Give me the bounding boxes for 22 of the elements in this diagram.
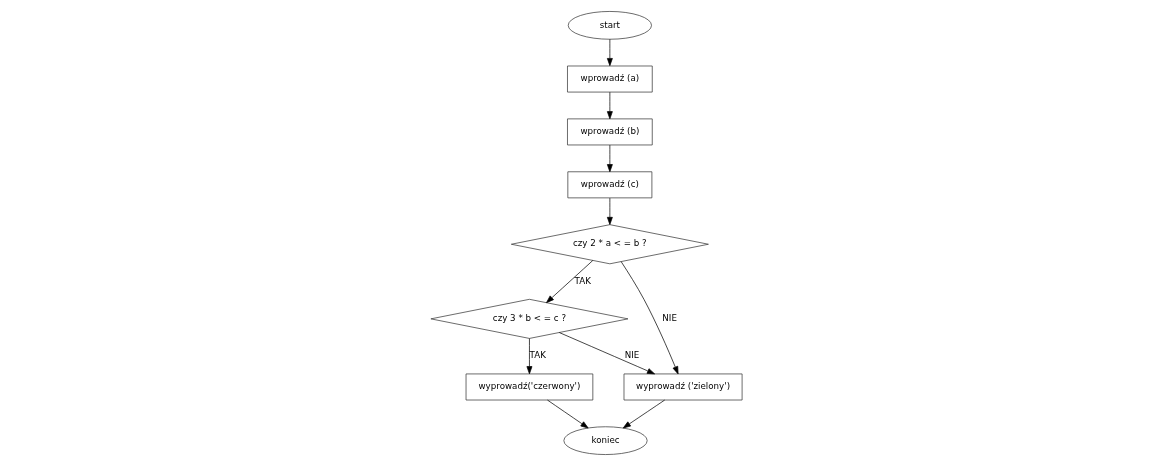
node-box: wprowadź (c): [567, 171, 652, 199]
node-box: wprowadź (b): [566, 118, 653, 146]
edge-label: NIE: [624, 350, 639, 361]
arrow: [526, 338, 532, 375]
arrow: [606, 91, 613, 120]
arrow: [558, 332, 655, 375]
node-box: wyprowadź('czerwony'): [465, 373, 593, 401]
arrow: [620, 261, 678, 375]
node-ellipse: koniec: [563, 426, 648, 455]
arrow: [606, 38, 613, 67]
node-box: wprowadź (a): [566, 65, 653, 93]
edge-label: TAK: [574, 275, 591, 286]
node-diamond: czy 2 * a < = b ?: [510, 224, 709, 265]
arrow: [545, 260, 593, 303]
arrow: [606, 197, 613, 225]
arrow: [606, 144, 613, 173]
edge-label: NIE: [661, 313, 677, 324]
node-ellipse: start: [567, 11, 652, 40]
arrow: [546, 399, 588, 429]
node-box: wyprowadź ('zielony'): [623, 373, 742, 401]
arrow: [622, 399, 665, 429]
node-diamond: czy 3 * b < = c ?: [430, 298, 628, 339]
